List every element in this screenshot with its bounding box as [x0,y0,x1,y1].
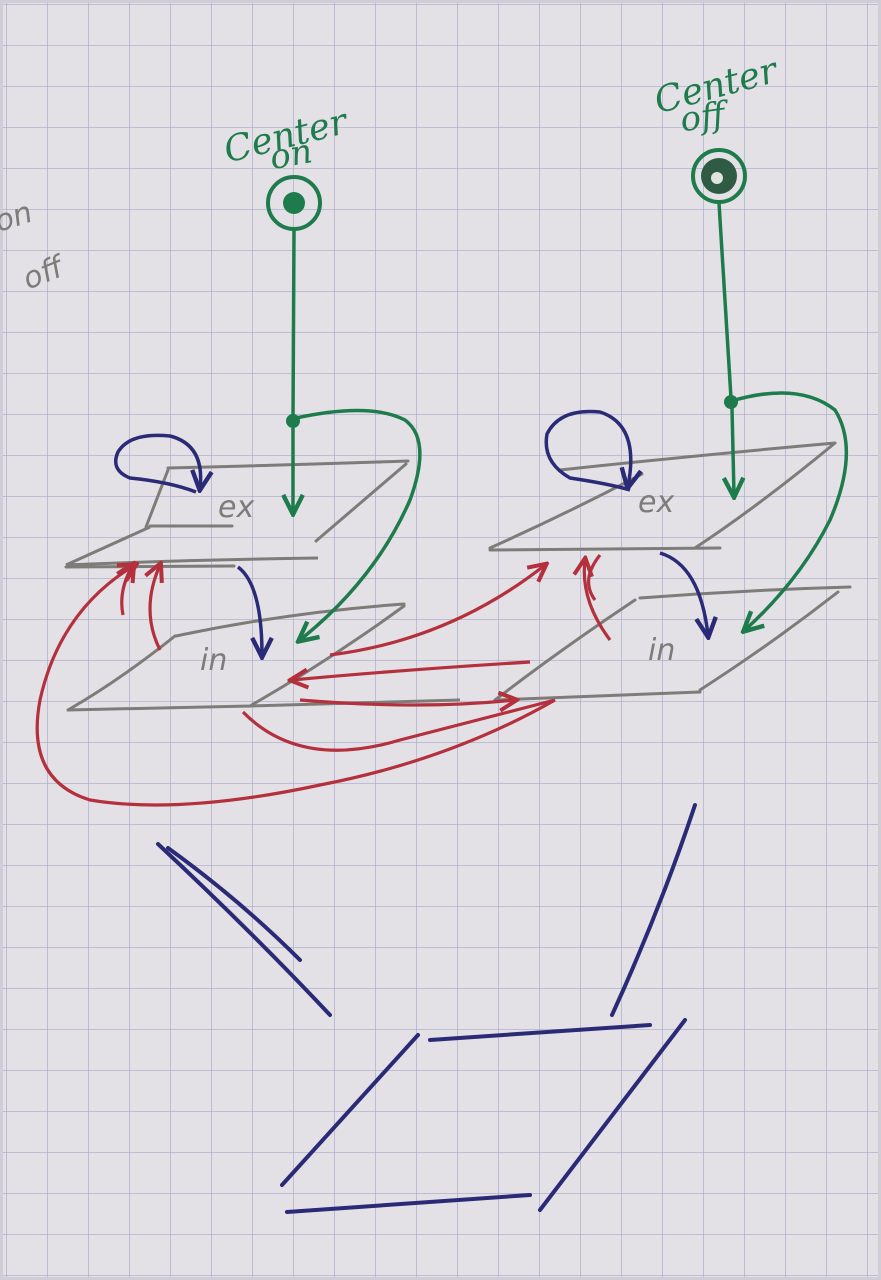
right-in-to-ex-arrow-2 [587,554,602,601]
right-input-to-in-arrow [734,391,849,630]
right-in-plane [493,585,852,702]
sketch-line-diagonal-left [156,842,332,1017]
right-ex-self-loop [544,409,631,490]
left-ex-self-loop [114,433,201,492]
right-input-node-highlight [711,172,723,184]
left-input-stem [291,229,296,421]
left-ex-to-in-arrow [236,565,262,655]
right-input-node [691,148,747,204]
right-ex-to-in-arrow [659,551,708,635]
sketch-plane-right [538,1018,687,1212]
left-in-to-right-in-arrow [299,700,515,705]
sketch-plane-bottom [285,1193,532,1214]
left-ex-plane-front [65,525,319,567]
left-ex-label: ex [218,490,254,525]
left-input-label-line2: on [267,131,316,178]
right-in-to-left-ex-long-arrow [35,565,556,807]
left-in-label: in [200,643,227,678]
right-ex-label: ex [638,485,674,520]
sketch-plane-left [280,1033,420,1187]
left-input-node-center [283,192,305,214]
left-input-to-in-arrow [296,408,422,640]
cross-inhibition [35,565,556,807]
right-in-label: in [648,633,675,668]
right-input-to-ex-arrow [732,407,734,495]
sketch-plane-top [428,1023,652,1042]
right-branch-point [724,395,738,409]
left-in-to-right-ex-arrow [329,565,545,657]
left-in-to-ex-arrow [150,565,160,651]
left-in-plane [66,602,406,712]
right-in-to-ex-arrow [584,560,612,641]
sketch-line-diagonal-left-2 [166,846,302,962]
lower-plane-sketch [156,803,697,1214]
right-in-to-left-in-arrow [292,660,531,680]
sketch-line-diagonal-right [610,803,697,1017]
left-in-to-right-loop [241,698,556,752]
left-input-node [266,175,322,231]
right-input-stem [717,202,733,399]
right-ex-plane [488,441,837,552]
